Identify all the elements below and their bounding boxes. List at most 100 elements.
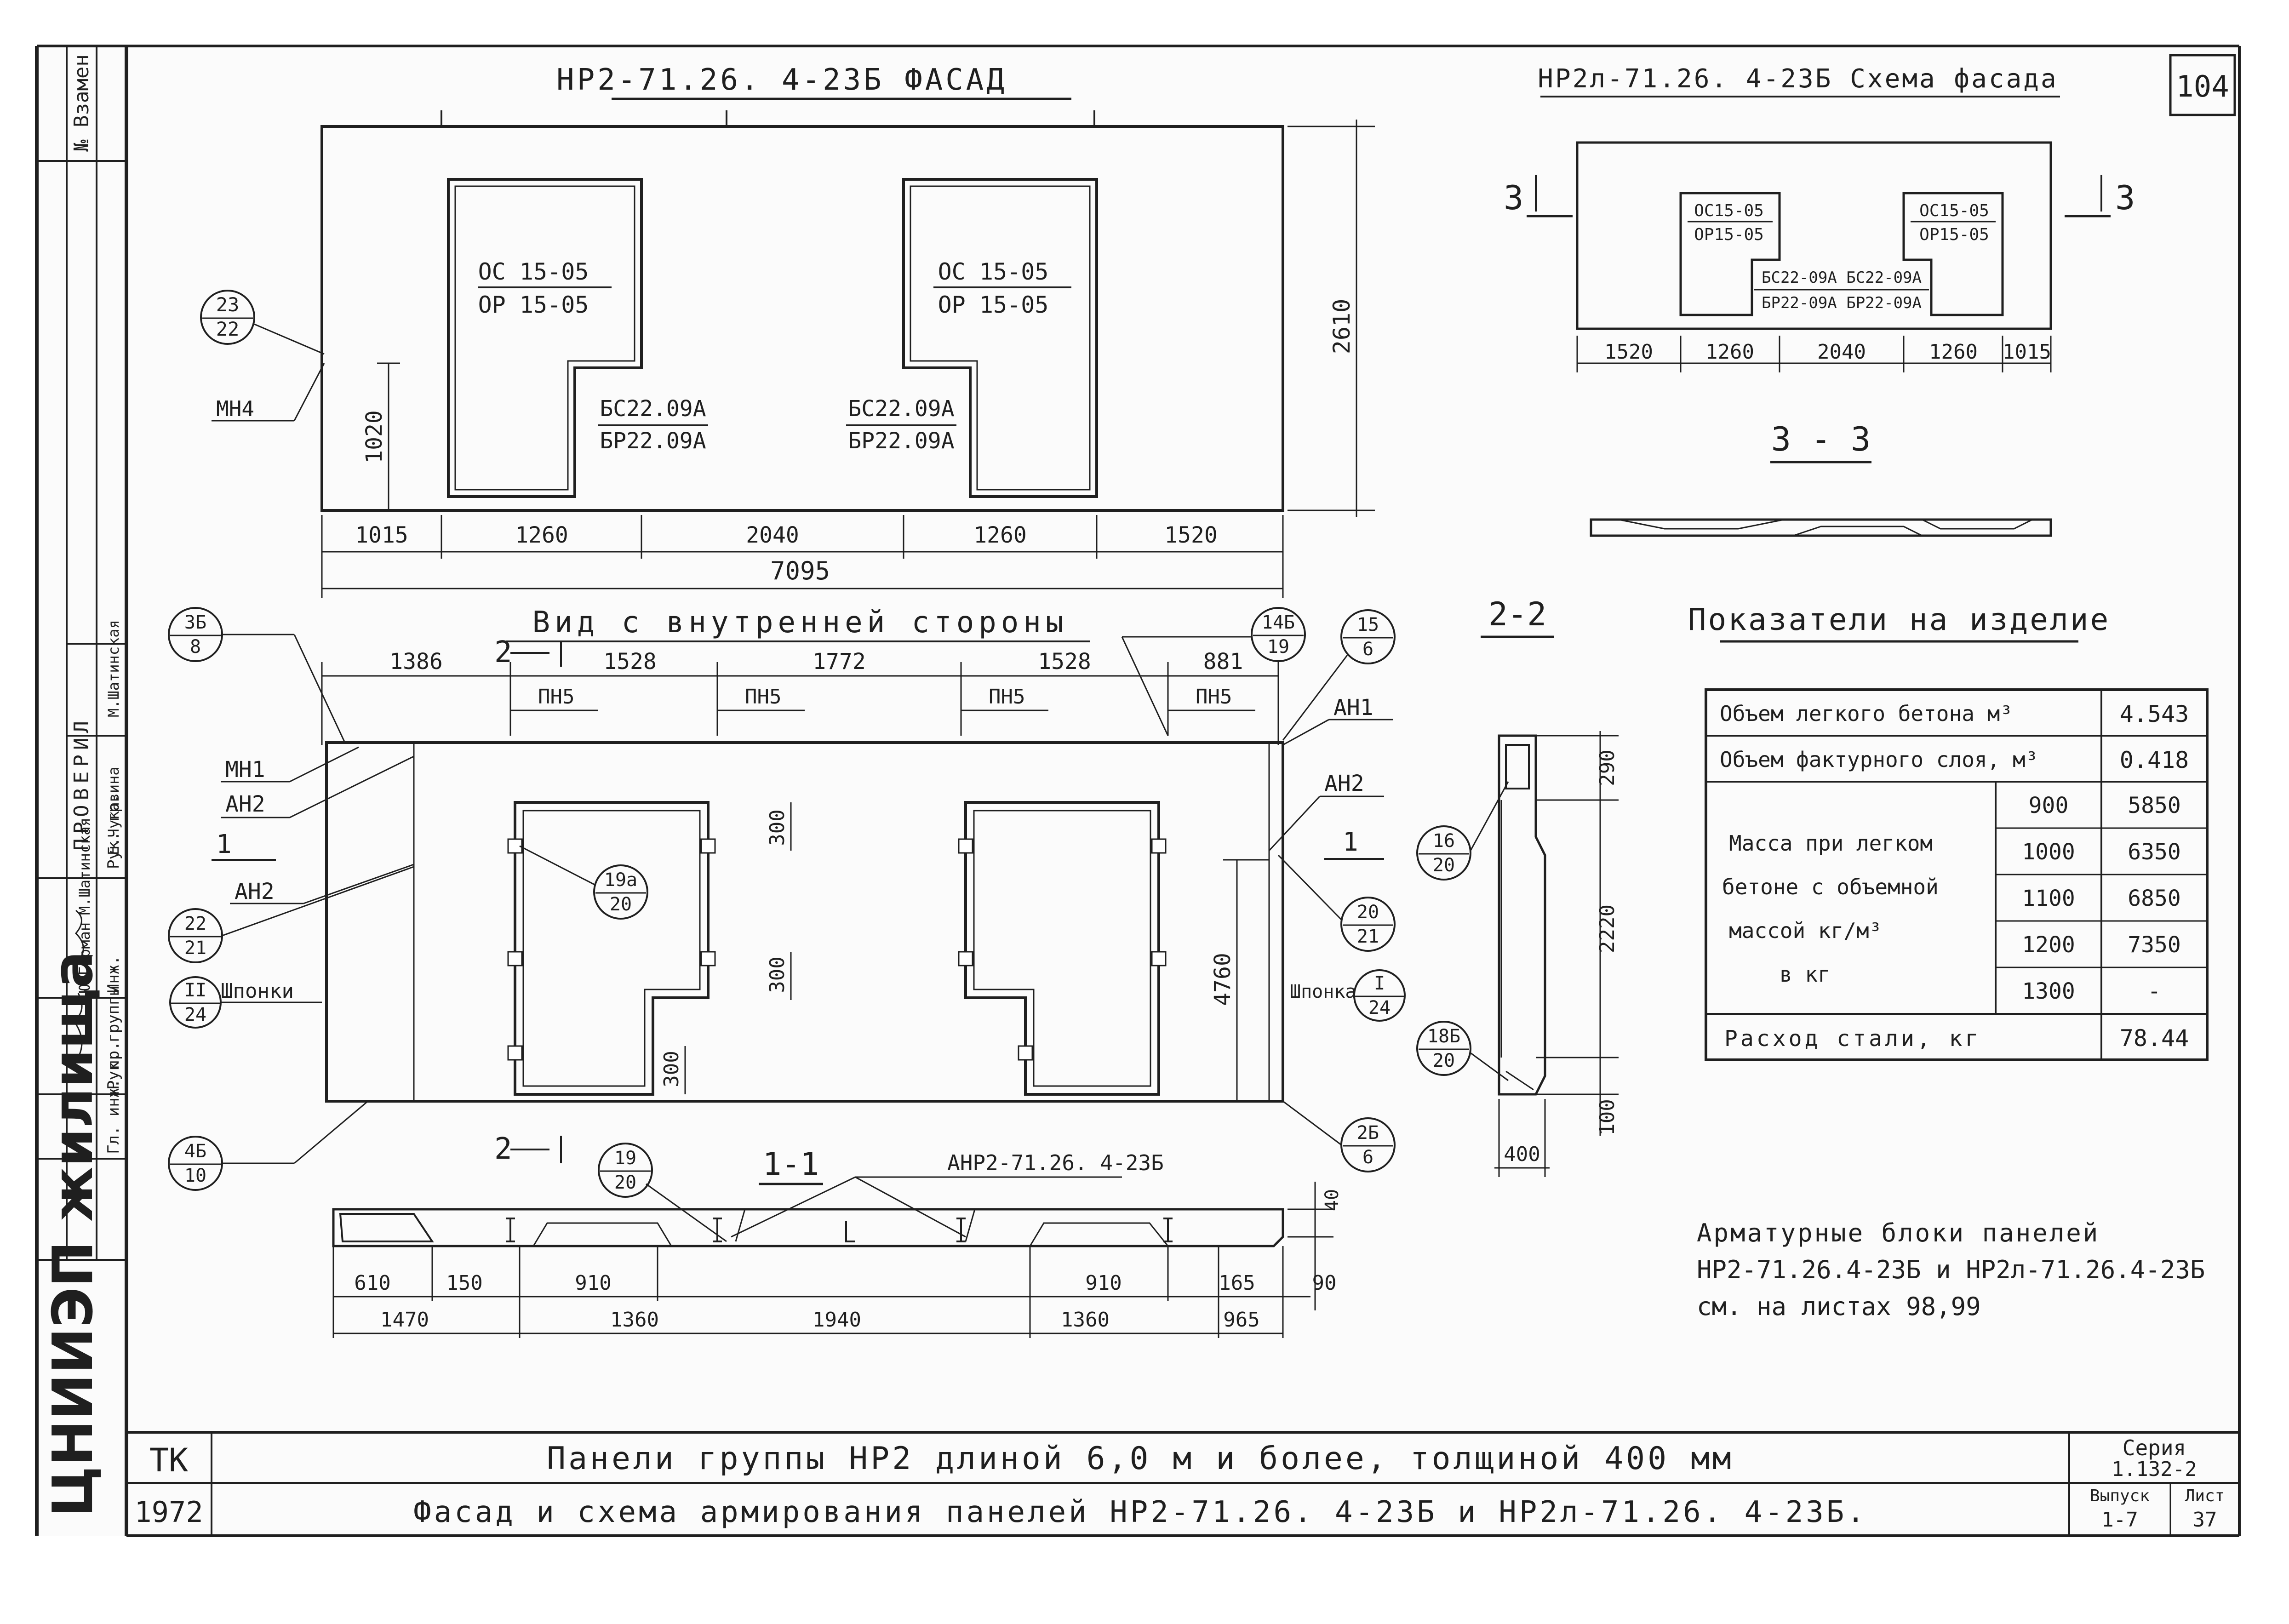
stamp-role-4: Рук. гр. <box>104 794 123 869</box>
signature-1 <box>72 993 83 1058</box>
pn5-2: ПН5 <box>745 685 781 709</box>
sec22-dim-100: 100 <box>1596 1099 1619 1135</box>
steel-value: 78.44 <box>2120 1025 2189 1052</box>
section-1-mark-left: 1 <box>216 829 232 859</box>
reinforcement-cage-1 <box>514 801 710 1096</box>
series-value: 1.132-2 <box>2112 1458 2197 1481</box>
callout-20-21-top: 20 <box>1357 902 1379 923</box>
sheet-value: 37 <box>2193 1508 2217 1532</box>
inner-dim-300-2: 300 <box>766 956 789 993</box>
mass-1300: - <box>2148 978 2161 1004</box>
sheet-number: 104 <box>2176 70 2229 104</box>
facade-sill-dim: 1020 <box>361 410 387 463</box>
row-facing-layer-value: 0.418 <box>2120 747 2189 773</box>
indicators-table: Показатели на изделие Объем легкого бето… <box>1688 602 2209 1061</box>
sec22-dim-2220: 2220 <box>1596 904 1619 953</box>
callout-16-20-top: 16 <box>1433 830 1455 852</box>
scheme-opening-left <box>1679 192 1781 316</box>
inner-view: Вид с внутренней стороны 1386 1528 1772 … <box>168 606 1406 1242</box>
stamp-name-1: Ю.Герман <box>76 922 93 993</box>
density-1000: 1000 <box>2022 839 2075 865</box>
facade-mark-mn4: МН4 <box>216 396 254 421</box>
callout-3b-8-top: 3Б <box>184 612 206 633</box>
indicators-title: Показатели на изделие <box>1688 602 2110 637</box>
inner-dim-5: 881 <box>1203 649 1243 675</box>
callout-16-20 <box>1416 825 1471 881</box>
facade-callout-top: 23 <box>216 293 240 316</box>
callout-14b-19 <box>1251 607 1306 662</box>
facade-door-2-upper: БС22.09А <box>848 396 954 422</box>
facade-door-1-lower: БР22.09А <box>600 428 706 454</box>
scheme-doors-upper: БС22-09А БС22-09А <box>1762 269 1922 287</box>
callout-19a-20 <box>593 864 648 920</box>
section-2-mark-bottom: 2 <box>494 1132 512 1166</box>
sheet-number-box <box>2169 54 2236 116</box>
label-an2-lower: АН2 <box>235 879 275 904</box>
facade-opening-1 <box>447 178 643 498</box>
callout-20-21-bottom: 21 <box>1357 926 1379 947</box>
callout-19a-20-bottom: 20 <box>610 894 632 915</box>
callout-16-20-bottom: 20 <box>1433 855 1455 876</box>
pn5-3: ПН5 <box>989 685 1025 709</box>
sheet-label: Лист <box>2185 1487 2225 1505</box>
scheme-title: НР2л-71.26. 4-23Б Схема фасада <box>1538 64 2058 94</box>
sec22-dim-400: 400 <box>1504 1143 1540 1166</box>
inner-dim-1: 1386 <box>389 649 443 675</box>
stamp-proveril: ПРОВЕРИЛ <box>70 716 93 851</box>
title-year: 1972 <box>134 1495 203 1529</box>
title-line-2: Фасад и схема армирования панелей НР2-71… <box>413 1495 1867 1529</box>
scheme-dim-2: 1260 <box>1705 340 1754 364</box>
stamp-name-3: Е.Чукавина <box>105 766 122 855</box>
scheme-win-right-upper: ОС15-05 <box>1919 201 1989 220</box>
note-line-1: Арматурные блоки панелей <box>1697 1218 2100 1247</box>
stamp-role-2: Рук. группы <box>104 986 123 1090</box>
sec11-dim-1940: 1940 <box>813 1308 861 1332</box>
inner-panel <box>325 741 1284 1103</box>
steel-label: Расход стали, кг <box>1724 1026 1981 1052</box>
facade-door-1-upper: БС22.09А <box>600 396 706 422</box>
stamp-name-4: М.Шатинская <box>105 620 122 717</box>
mass-label-1: Масса при легком <box>1729 831 1933 856</box>
callout-15-6-top: 15 <box>1357 614 1379 635</box>
callout-ii-24-bottom: 24 <box>184 1004 206 1025</box>
callout-20-21 <box>1340 897 1396 952</box>
note-line-3: см. на листах 98,99 <box>1697 1292 1981 1321</box>
callout-15-6-bottom: 6 <box>1362 639 1373 660</box>
scheme-win-left-lower: ОР15-05 <box>1694 225 1764 244</box>
stamp-role-3: Инж. <box>104 955 123 993</box>
callout-15-6 <box>1340 609 1396 664</box>
callout-14b-19-top: 14Б <box>1262 612 1295 633</box>
section-3-3-profile <box>1590 518 2052 537</box>
callout-4b-10-top: 4Б <box>184 1141 206 1162</box>
facade-callout <box>200 290 255 345</box>
pn5-1: ПН5 <box>538 685 574 709</box>
section-2-mark-top: 2 <box>494 635 512 669</box>
scheme-section-mark-left: 3 <box>1504 178 1523 217</box>
callout-19-20-top: 19 <box>614 1148 636 1169</box>
title-block: ТК 1972 Панели группы НР2 длиной 6,0 м и… <box>126 1431 2239 1537</box>
facade-dim-2: 1260 <box>515 522 568 548</box>
facade-panel <box>320 125 1284 512</box>
callout-18b-20-bottom: 20 <box>1433 1050 1455 1071</box>
section-1-1: 1-1 АНР2-71.26. 4-23Б 40 610 150 910 910… <box>332 1146 1343 1338</box>
reinforcement-note: Арматурные блоки панелей НР2-71.26.4-23Б… <box>1697 1218 2205 1321</box>
scheme-section-mark-right: 3 <box>2115 178 2135 217</box>
callout-19-20 <box>598 1143 653 1198</box>
callout-ii-24-top: II <box>184 980 206 1001</box>
left-stamp: № Взамен ПРОВЕРИЛ Гл. инж. пр. Рук. груп… <box>37 46 126 1517</box>
sec11-dim-1470: 1470 <box>380 1308 429 1332</box>
density-900: 900 <box>2029 793 2069 818</box>
issue-value: 1-7 <box>2101 1508 2138 1532</box>
title-line-1: Панели группы НР2 длиной 6,0 м и более, … <box>547 1441 1734 1477</box>
mass-1000: 6350 <box>2128 839 2181 865</box>
callout-4b-10-bottom: 10 <box>184 1165 206 1186</box>
callout-18b-20-top: 18Б <box>1427 1026 1460 1047</box>
facade-window-2-lower: ОР 15-05 <box>938 292 1049 318</box>
facade-dim-3: 2040 <box>746 522 799 548</box>
scheme-opening-right <box>1902 192 2004 316</box>
sec11-dim-90: 90 <box>1312 1271 1337 1295</box>
stamp-name-2: М.Шатинская <box>76 818 93 915</box>
mass-900: 5850 <box>2128 793 2181 818</box>
callout-2b-6-top: 2Б <box>1357 1122 1379 1144</box>
